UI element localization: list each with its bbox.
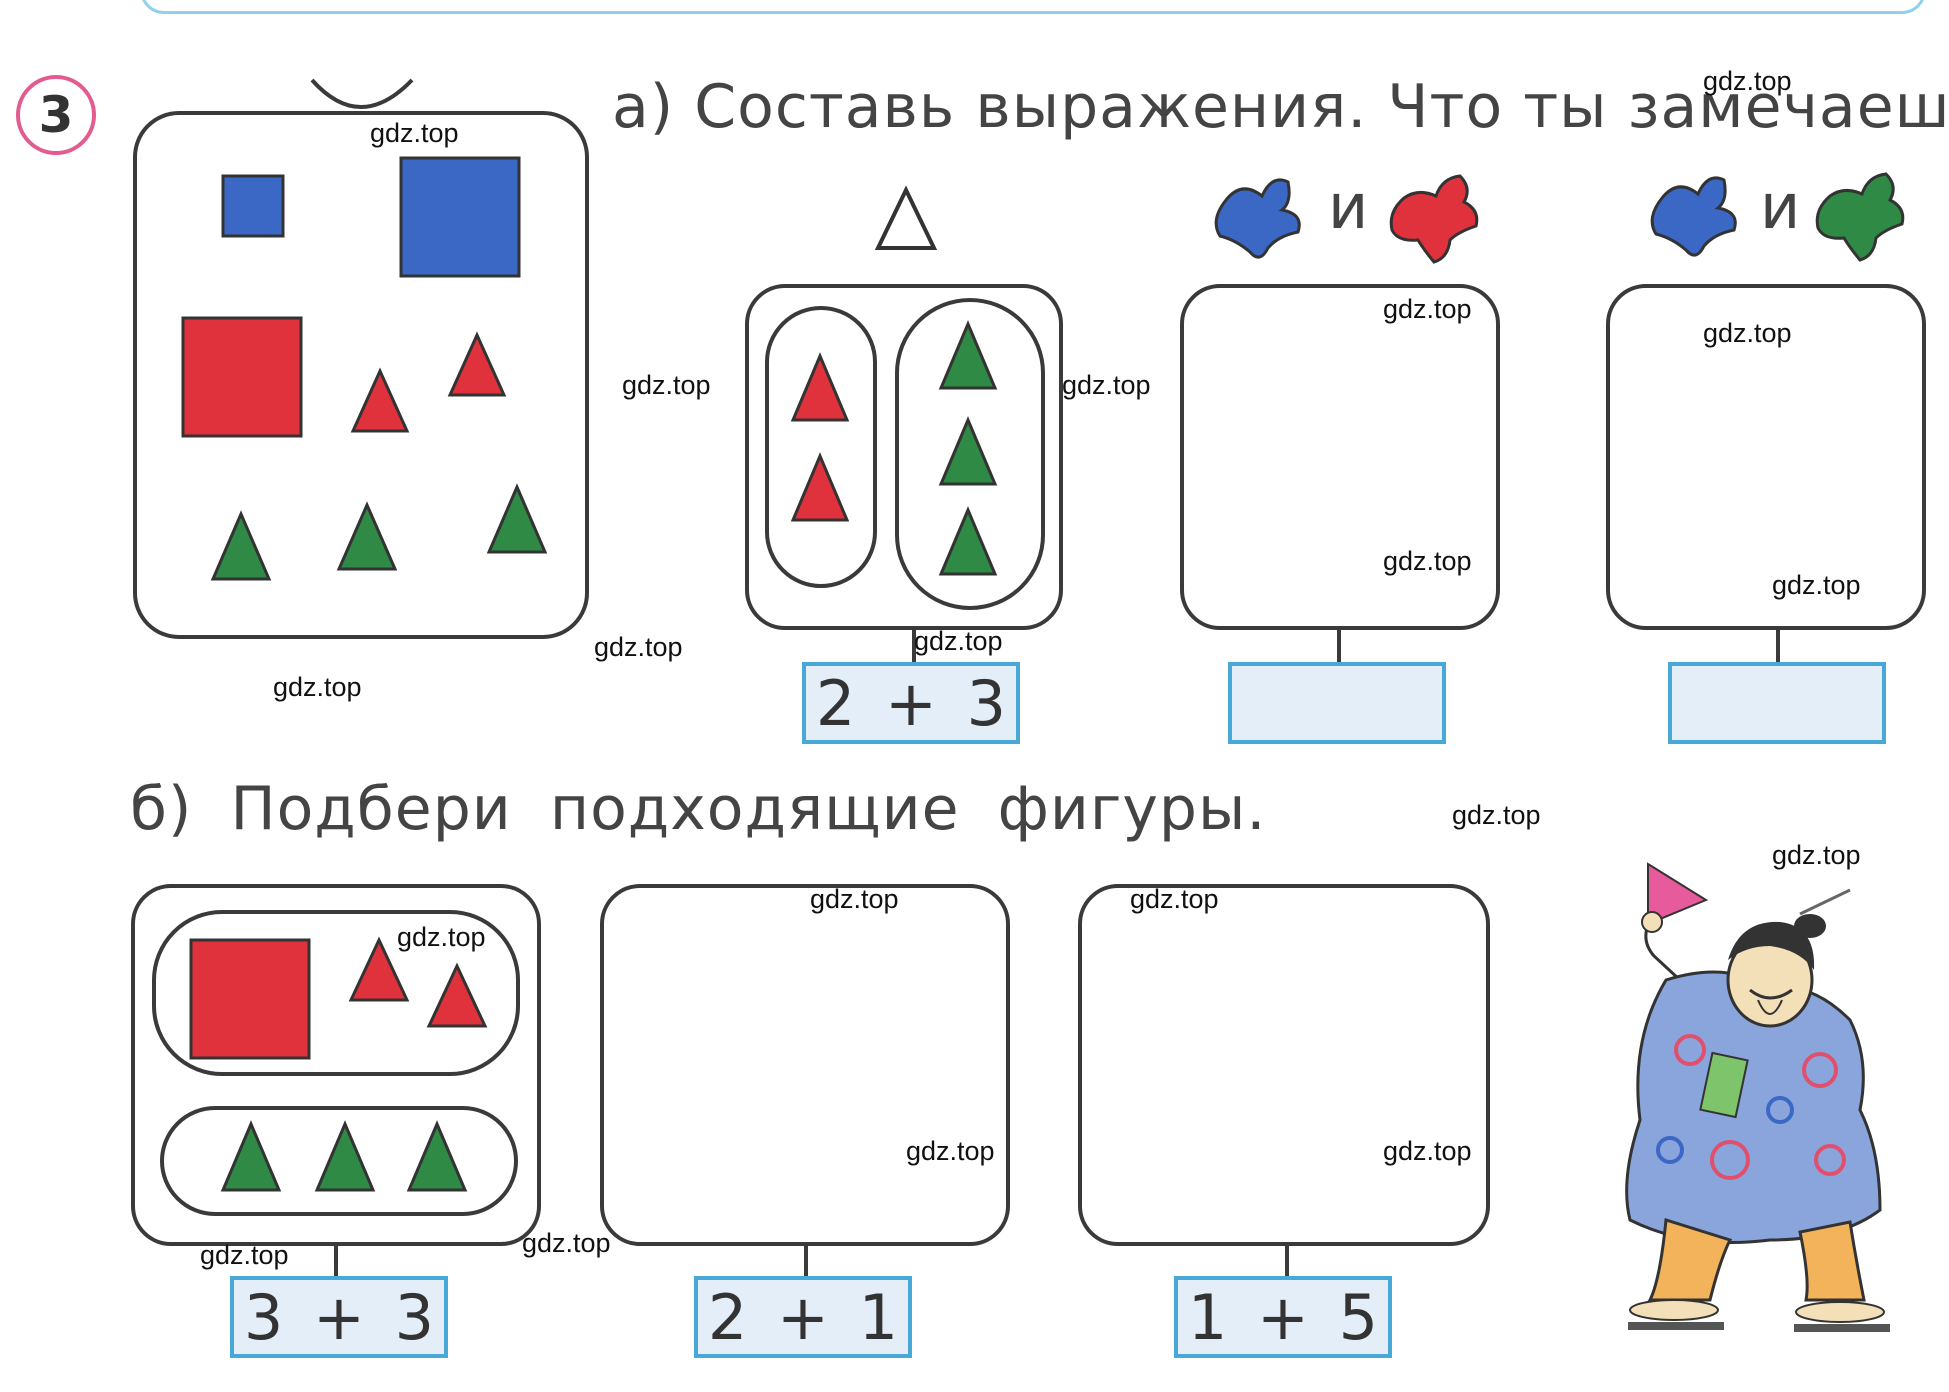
watermark: gdz.top [1062, 370, 1151, 400]
watermark: gdz.top [522, 1228, 611, 1258]
group2-stem [1337, 630, 1341, 664]
group1-frame [745, 284, 1063, 630]
green-triangle [314, 1120, 376, 1192]
watermark: gdz.top [1703, 318, 1792, 348]
green-triangle [210, 510, 272, 581]
group3-answer-box[interactable] [1668, 662, 1886, 744]
watermark: gdz.top [906, 1136, 995, 1166]
group3-stem [1776, 630, 1780, 664]
green-triangles-oval [895, 298, 1045, 610]
group1-stem [912, 630, 916, 664]
watermark: gdz.top [1130, 884, 1219, 914]
group2-frame[interactable] [1180, 284, 1500, 630]
watermark: gdz.top [1452, 800, 1541, 830]
watermark: gdz.top [1703, 66, 1792, 96]
part-b-figures [189, 936, 488, 1192]
green-blob-icon [1815, 172, 1905, 262]
green-triangle [406, 1120, 468, 1192]
large-blue-square [399, 156, 521, 278]
part-b-answer-1: 3 + 3 [230, 1276, 448, 1358]
large-red-square [189, 938, 311, 1060]
red-triangle [447, 331, 507, 397]
set-box-handle [310, 78, 414, 109]
top-frame-border [140, 0, 1926, 14]
watermark: gdz.top [397, 922, 486, 952]
group1-answer-box: 2 + 3 [802, 662, 1020, 744]
and-label: и [1760, 170, 1801, 243]
watermark: gdz.top [370, 118, 459, 148]
blue-blob-icon [1214, 178, 1301, 259]
part-b-stem-2 [804, 1244, 808, 1280]
red-triangle [790, 352, 850, 422]
part-b-stem-3 [1285, 1244, 1289, 1280]
task-number-badge: 3 [16, 75, 96, 155]
watermark: gdz.top [1383, 294, 1472, 324]
character-illustration [1625, 862, 1890, 1332]
red-triangle [348, 936, 410, 1002]
watermark: gdz.top [914, 626, 1003, 656]
part-b-answer-2: 2 + 1 [694, 1276, 912, 1358]
large-red-square [181, 316, 303, 438]
blue-blob-icon [1650, 176, 1737, 257]
part-b-heading: б) Подбери подходящие фигуры. [130, 774, 1267, 844]
green-triangle [336, 501, 398, 571]
watermark: gdz.top [622, 370, 711, 400]
watermark: gdz.top [594, 632, 683, 662]
part-b-frame-2[interactable] [600, 884, 1010, 1246]
part-b-frame-3[interactable] [1078, 884, 1490, 1246]
watermark: gdz.top [200, 1240, 289, 1270]
part-a-heading: а) Составь выражения. Что ты замечаешь? [612, 72, 1949, 142]
group3-frame[interactable] [1606, 284, 1926, 630]
green-triangle [938, 320, 998, 390]
watermark: gdz.top [1383, 546, 1472, 576]
red-figures-oval [152, 910, 520, 1076]
green-triangle [220, 1120, 282, 1192]
green-triangle [938, 416, 998, 486]
figures-set-box [133, 111, 589, 639]
watermark: gdz.top [1383, 1136, 1472, 1166]
red-triangle [350, 367, 410, 433]
small-blue-square [221, 174, 285, 238]
part-b-stem-1 [334, 1244, 338, 1280]
watermark: gdz.top [273, 672, 362, 702]
group1-figures [790, 320, 998, 576]
part-b-answer-3: 1 + 5 [1174, 1276, 1392, 1358]
red-triangle [790, 452, 850, 522]
triangle-outline-icon [874, 185, 938, 250]
figures-set [181, 156, 548, 581]
red-blob-icon [1389, 174, 1479, 264]
red-triangle [426, 962, 488, 1028]
green-figures-oval [160, 1106, 518, 1216]
green-triangle [486, 483, 548, 554]
watermark: gdz.top [810, 884, 899, 914]
and-label: и [1328, 170, 1369, 243]
watermark: gdz.top [1772, 570, 1861, 600]
green-triangle [938, 506, 998, 576]
group2-answer-box[interactable] [1228, 662, 1446, 744]
red-triangles-oval [765, 306, 877, 588]
watermark: gdz.top [1772, 840, 1861, 870]
